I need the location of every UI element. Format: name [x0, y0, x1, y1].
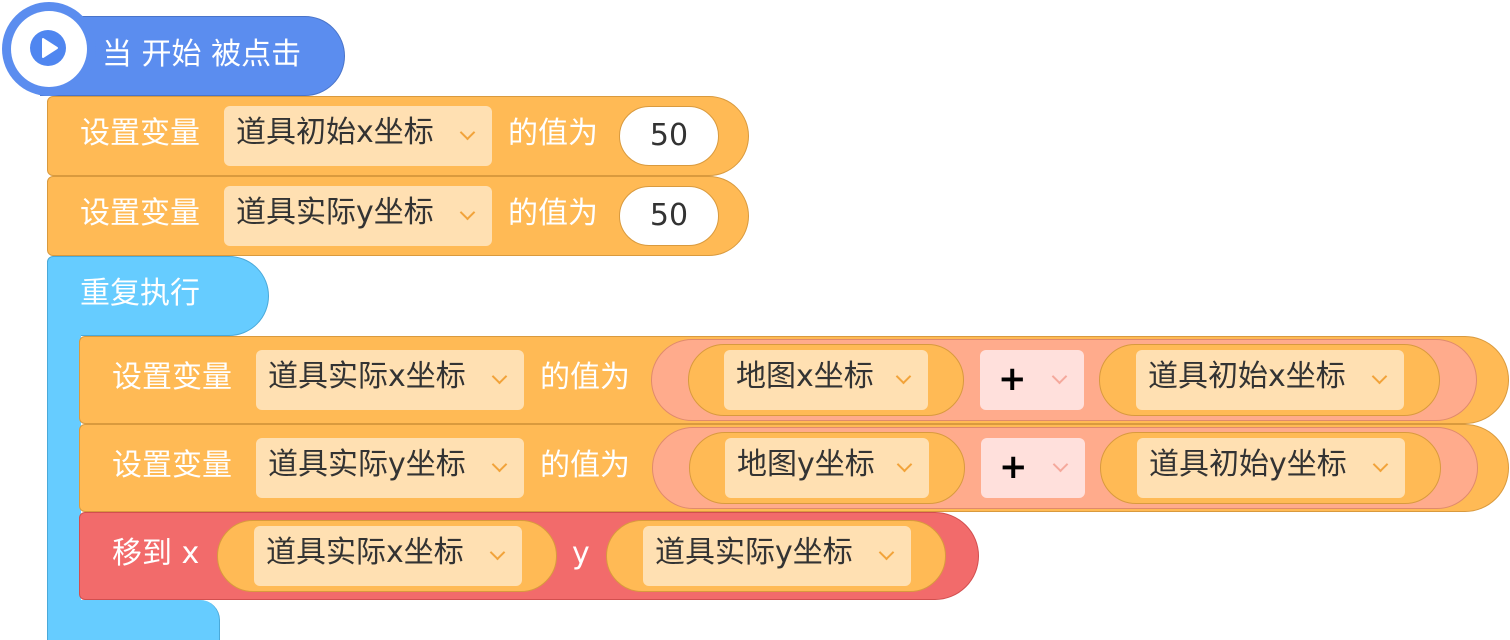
operator-dropdown[interactable]: + — [980, 350, 1084, 410]
plus-operator: + — [998, 359, 1027, 399]
variable-dropdown-label: 地图x坐标 — [736, 359, 874, 394]
variable-dropdown[interactable]: 道具实际y坐标 — [643, 526, 911, 586]
hat-label: 当 开始 被点击 — [102, 37, 302, 72]
chevron-down-icon — [489, 544, 506, 561]
set-variable-label: 设置变量 — [80, 116, 200, 151]
chevron-down-icon — [878, 544, 895, 561]
chevron-down-icon — [1371, 368, 1388, 385]
number-input[interactable]: 50 — [619, 106, 719, 166]
variable-dropdown-label: 道具实际y坐标 — [655, 535, 853, 570]
set-variable-label: 设置变量 — [80, 196, 200, 231]
variable-dropdown-label: 道具实际x坐标 — [266, 535, 464, 570]
plus-operator: + — [999, 447, 1028, 487]
move-to-x-label: 移到 x — [112, 536, 200, 571]
to-value-label: 的值为 — [540, 360, 630, 395]
chevron-down-icon — [491, 368, 508, 385]
chevron-down-icon — [895, 368, 912, 385]
move-to-y-label: y — [572, 536, 590, 571]
repeat-forever-arm — [47, 326, 81, 640]
variable-dropdown-label: 道具实际x坐标 — [268, 359, 466, 394]
variable-dropdown-label: 道具初始x坐标 — [236, 115, 434, 150]
chevron-down-icon — [896, 456, 913, 473]
play-icon — [30, 30, 66, 66]
variable-dropdown[interactable]: 道具实际y坐标 — [224, 186, 492, 246]
variable-dropdown-label: 地图y坐标 — [737, 447, 875, 482]
operator-dropdown[interactable]: + — [981, 438, 1085, 498]
number-value: 50 — [649, 118, 689, 153]
variable-dropdown[interactable]: 道具实际x坐标 — [256, 350, 524, 410]
variable-dropdown[interactable]: 地图x坐标 — [724, 350, 928, 410]
to-value-label: 的值为 — [508, 116, 598, 151]
variable-dropdown[interactable]: 道具实际y坐标 — [256, 438, 524, 498]
variable-dropdown-label: 道具实际y坐标 — [236, 195, 434, 230]
to-value-label: 的值为 — [508, 196, 598, 231]
chevron-down-icon — [1051, 368, 1068, 385]
number-value: 50 — [649, 198, 689, 233]
variable-dropdown[interactable]: 道具初始x坐标 — [1136, 350, 1404, 410]
to-value-label: 的值为 — [540, 448, 630, 483]
variable-dropdown-label: 道具初始y坐标 — [1149, 447, 1347, 482]
chevron-down-icon — [459, 204, 476, 221]
chevron-down-icon — [491, 456, 508, 473]
variable-dropdown[interactable]: 道具实际x坐标 — [254, 526, 522, 586]
repeat-forever-label: 重复执行 — [80, 276, 200, 311]
repeat-forever-block[interactable] — [47, 256, 269, 336]
chevron-down-icon — [1372, 456, 1389, 473]
variable-dropdown-label: 道具实际y坐标 — [268, 447, 466, 482]
set-variable-label: 设置变量 — [112, 360, 232, 395]
variable-dropdown[interactable]: 道具初始x坐标 — [224, 106, 492, 166]
variable-dropdown[interactable]: 地图y坐标 — [725, 438, 929, 498]
variable-dropdown-label: 道具初始x坐标 — [1148, 359, 1346, 394]
number-input[interactable]: 50 — [619, 186, 719, 246]
set-variable-label: 设置变量 — [112, 448, 232, 483]
chevron-down-icon — [459, 124, 476, 141]
variable-dropdown[interactable]: 道具初始y坐标 — [1137, 438, 1405, 498]
chevron-down-icon — [1052, 456, 1069, 473]
repeat-forever-foot — [47, 600, 220, 640]
